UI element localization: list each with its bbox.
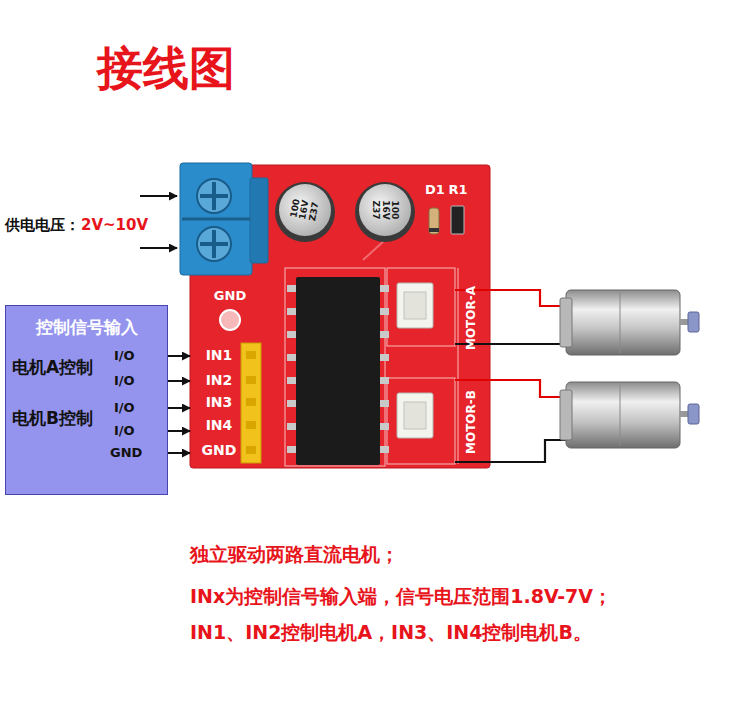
capacitor-symbol bbox=[275, 182, 335, 242]
note-text: 独立驱动两路直流电机； bbox=[190, 544, 399, 566]
pin-header bbox=[241, 343, 261, 463]
ic-pin bbox=[287, 377, 297, 384]
screw-terminal bbox=[180, 163, 252, 275]
capacitor-symbol bbox=[279, 184, 331, 236]
screw-slot bbox=[212, 230, 216, 258]
power-arrow bbox=[140, 247, 177, 249]
ic-pin bbox=[287, 354, 297, 361]
ic-pin bbox=[287, 285, 297, 292]
capacitor-symbol bbox=[359, 184, 411, 236]
box-heading: 控制信号输入 bbox=[36, 318, 138, 338]
dc-motor bbox=[566, 290, 680, 355]
pin-label: 100 16V Z37 bbox=[289, 195, 321, 226]
pin-label: R1 bbox=[448, 183, 467, 198]
signal-name: 电机A控制 bbox=[12, 358, 93, 378]
signal-name: GND bbox=[110, 446, 142, 461]
mounting-hole bbox=[220, 310, 240, 330]
header-pin bbox=[246, 398, 256, 406]
pin-label: GND bbox=[214, 289, 246, 304]
signal-name: I/O bbox=[114, 374, 135, 389]
motor-seam bbox=[620, 292, 621, 353]
resistor-symbol bbox=[451, 206, 464, 234]
ic-pin bbox=[379, 446, 389, 453]
ic-pin bbox=[287, 423, 297, 430]
pin-label: D1 bbox=[425, 183, 445, 198]
ic-pin bbox=[379, 285, 389, 292]
terminal-screw bbox=[197, 179, 231, 213]
ic-chip bbox=[296, 277, 380, 465]
silkscreen-outline bbox=[387, 268, 455, 346]
note-text: IN1、IN2控制电机A，IN3、IN4控制电机B。 bbox=[190, 622, 592, 644]
signal-arrow bbox=[168, 430, 190, 432]
pin-label: IN3 bbox=[206, 394, 233, 410]
driver-board: D1R1 100 16V Z37 100 16V Z37GND IN1IN2IN3IN… bbox=[190, 165, 490, 468]
ic-pin bbox=[379, 423, 389, 430]
header-pin bbox=[246, 446, 256, 454]
signal-name: 电机B控制 bbox=[12, 409, 93, 429]
ic-pin bbox=[379, 331, 389, 338]
ic-pin bbox=[287, 331, 297, 338]
diode-band bbox=[429, 228, 439, 232]
supply-voltage-label: 2V~10V bbox=[81, 217, 148, 234]
terminal-divider bbox=[182, 218, 250, 221]
motor-connector bbox=[397, 393, 433, 438]
connector-slot bbox=[404, 402, 426, 429]
silkscreen-outline bbox=[285, 268, 385, 466]
control-input-box: 控制信号输入电机A控制 I/O I/O 电机B控制 I/O I/O GND bbox=[5, 305, 168, 495]
diagram-title: 接线图 bbox=[97, 43, 235, 94]
pin-label: 100 16V Z37 bbox=[371, 197, 399, 223]
dc-motor bbox=[566, 382, 680, 448]
terminal-screw bbox=[197, 227, 231, 261]
motor-connector bbox=[397, 283, 433, 328]
screw-terminal bbox=[250, 178, 268, 263]
header-pin bbox=[246, 351, 256, 359]
supply-voltage-label: 供电电压： bbox=[5, 217, 80, 234]
ic-pin bbox=[379, 400, 389, 407]
signal-name: I/O bbox=[114, 424, 135, 439]
pin-label: MOTOR-B bbox=[465, 390, 479, 454]
ic-pin bbox=[379, 377, 389, 384]
pin-label: IN4 bbox=[206, 417, 233, 433]
pcb-trace bbox=[363, 240, 385, 260]
pin-label: MOTOR-A bbox=[465, 286, 479, 350]
motor-seam bbox=[620, 384, 621, 446]
screw-slot bbox=[212, 182, 216, 210]
header-pin bbox=[246, 376, 256, 384]
note-text: INx为控制信号输入端，信号电压范围1.8V-7V； bbox=[190, 586, 612, 608]
signal-name: I/O bbox=[114, 349, 135, 364]
signal-name: I/O bbox=[114, 401, 135, 416]
power-arrow bbox=[140, 195, 177, 197]
signal-arrow bbox=[168, 407, 190, 409]
ic-pin bbox=[379, 308, 389, 315]
motor-endcap bbox=[560, 298, 572, 347]
header-pin bbox=[246, 421, 256, 429]
ic-pin bbox=[379, 354, 389, 361]
signal-arrow bbox=[168, 452, 190, 454]
signal-arrow bbox=[168, 380, 190, 382]
motor-endcap bbox=[560, 390, 572, 440]
pin-label: GND bbox=[202, 442, 237, 458]
ic-pin bbox=[287, 308, 297, 315]
capacitor-symbol bbox=[355, 182, 415, 242]
motor-gear bbox=[688, 312, 699, 332]
ic-pin bbox=[287, 446, 297, 453]
ic-pin bbox=[287, 400, 297, 407]
pin-label: IN2 bbox=[206, 372, 233, 388]
signal-arrow bbox=[168, 355, 190, 357]
silkscreen-outline bbox=[387, 378, 455, 464]
silkscreen-line bbox=[457, 268, 458, 464]
pin-label: IN1 bbox=[206, 347, 233, 363]
diode-symbol bbox=[429, 208, 439, 234]
connector-slot bbox=[404, 292, 426, 319]
motor-gear bbox=[688, 404, 699, 424]
